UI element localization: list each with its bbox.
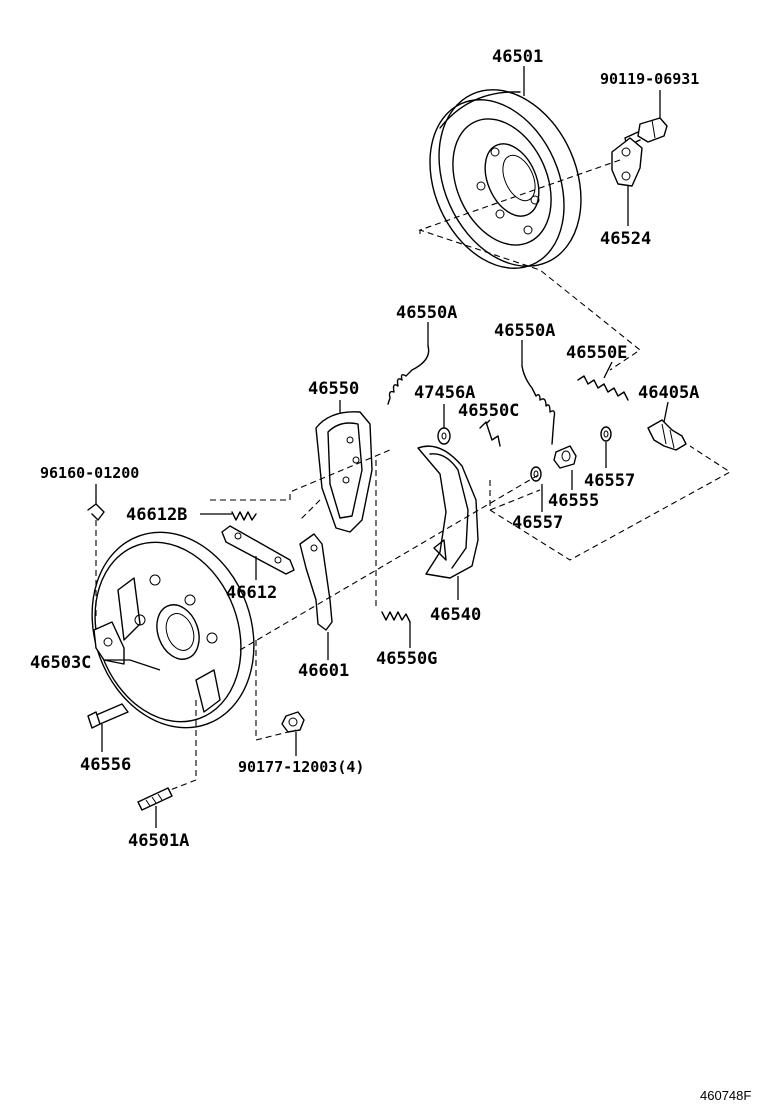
washer-57-upper[interactable] xyxy=(600,426,612,442)
washer-a[interactable] xyxy=(437,427,451,445)
label-bolt-top[interactable]: 90119-06931 xyxy=(600,70,699,88)
return-spring-a-right[interactable] xyxy=(521,365,556,445)
label-washer-a[interactable]: 47456A xyxy=(414,383,475,403)
spring-e[interactable] xyxy=(577,375,629,401)
lever-bar[interactable] xyxy=(221,525,295,575)
label-lever[interactable]: 46601 xyxy=(298,661,349,681)
backing-bracket[interactable] xyxy=(93,621,125,665)
label-bracket[interactable]: 46524 xyxy=(600,229,651,249)
label-drum[interactable]: 46501 xyxy=(492,47,543,67)
label-shoe-front[interactable]: 46550 xyxy=(308,379,359,399)
small-clip[interactable] xyxy=(87,503,105,521)
adjuster-bolt[interactable] xyxy=(647,419,687,451)
rear-shoe[interactable] xyxy=(417,445,479,579)
label-stud[interactable]: 46501A xyxy=(128,831,189,851)
label-spring-g[interactable]: 46550G xyxy=(376,649,437,669)
label-lever-bar[interactable]: 46612 xyxy=(226,583,277,603)
hub-nut[interactable] xyxy=(281,711,305,733)
label-spring-a2[interactable]: 46550A xyxy=(494,321,555,341)
wheel-stud[interactable] xyxy=(137,787,173,811)
label-clip-c[interactable]: 46550C xyxy=(458,401,519,421)
leader-lines xyxy=(95,66,669,828)
label-nut-bottom[interactable]: 90177-12003(4) xyxy=(238,758,364,776)
return-spring-a-left[interactable] xyxy=(387,345,430,405)
label-clip-small[interactable]: 96160-01200 xyxy=(40,464,139,482)
label-adjuster-nut[interactable]: 46555 xyxy=(548,491,599,511)
spring-b[interactable] xyxy=(231,511,257,521)
spring-g[interactable] xyxy=(381,611,411,623)
front-shoe[interactable] xyxy=(315,411,373,533)
label-washer-57b[interactable]: 46557 xyxy=(512,513,563,533)
label-backing-bracket[interactable]: 46503C xyxy=(30,653,91,673)
washer-57-lower[interactable] xyxy=(530,466,542,482)
diagram-code: 460748F xyxy=(700,1088,751,1103)
label-spring-e[interactable]: 46550E xyxy=(566,343,627,363)
label-adjuster-bolt[interactable]: 46405A xyxy=(638,383,699,403)
assembly-lines xyxy=(95,159,732,791)
clip-c[interactable] xyxy=(479,421,501,447)
label-bolt-bottom[interactable]: 46556 xyxy=(80,755,131,775)
label-spring-b[interactable]: 46612B xyxy=(126,505,187,525)
brake-drum[interactable] xyxy=(405,67,608,290)
adjuster-nut[interactable] xyxy=(553,445,577,469)
parking-lever[interactable] xyxy=(299,533,333,631)
bottom-bolt[interactable] xyxy=(87,703,129,729)
label-shoe-rear[interactable]: 46540 xyxy=(430,605,481,625)
label-spring-a1[interactable]: 46550A xyxy=(396,303,457,323)
label-washer-57a[interactable]: 46557 xyxy=(584,471,635,491)
bracket-plate[interactable] xyxy=(611,137,643,187)
